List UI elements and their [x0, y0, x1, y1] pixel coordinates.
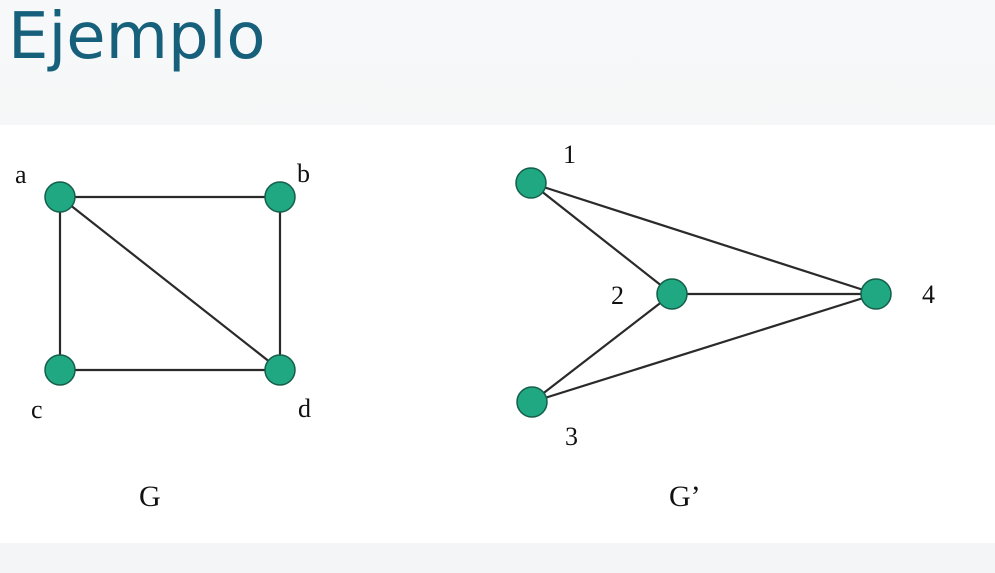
graph-gprime-edges	[530, 181, 877, 404]
node-label-d: d	[298, 394, 311, 423]
edge-3-4	[531, 292, 877, 404]
graph-caption-gprime: G’	[669, 480, 701, 513]
node-3	[516, 386, 548, 418]
node-label-c: c	[31, 395, 43, 424]
node-label-a: a	[15, 160, 27, 189]
graph-gprime-labels: 1 2 3 4 G’	[563, 140, 935, 513]
node-4	[860, 278, 892, 310]
graph-caption-g: G	[139, 480, 161, 513]
node-c	[44, 354, 76, 386]
graph-g-nodes	[44, 181, 296, 386]
node-label-2: 2	[611, 281, 624, 310]
figure-panel	[0, 125, 995, 543]
edge-a-d	[59, 196, 281, 371]
edge-1-4	[530, 181, 877, 296]
node-label-3: 3	[565, 422, 578, 451]
node-label-4: 4	[922, 280, 935, 309]
graph-g-labels: a b c d G	[15, 159, 311, 513]
edge-2-3	[531, 293, 673, 403]
node-a	[44, 181, 76, 213]
node-2	[656, 278, 688, 310]
graph-g-edges	[58, 195, 282, 372]
node-label-b: b	[297, 159, 310, 188]
node-d	[264, 354, 296, 386]
slide-title: Ejemplo	[8, 0, 266, 74]
edge-1-2	[530, 182, 673, 295]
node-1	[515, 167, 547, 199]
graph-gprime-nodes	[515, 167, 892, 418]
node-b	[264, 181, 296, 213]
node-label-1: 1	[563, 140, 576, 169]
